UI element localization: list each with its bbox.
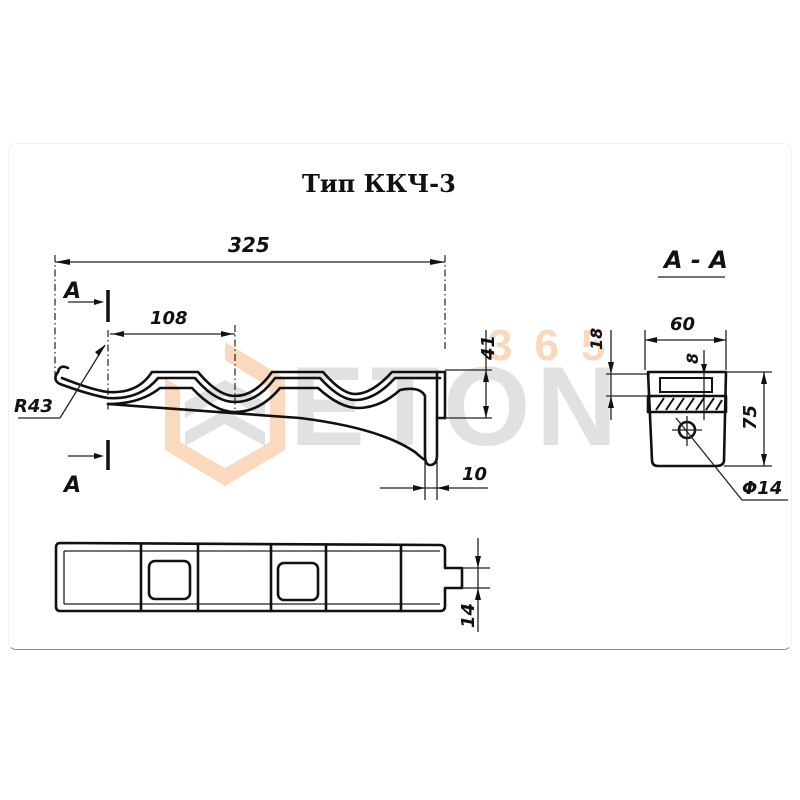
section-label: А - А <box>662 246 728 274</box>
watermark-number: 365 <box>488 321 627 370</box>
dim-pitch: 108 <box>150 308 188 329</box>
dim-overall-length: 325 <box>228 233 270 257</box>
dim-section-height: 75 <box>740 405 761 430</box>
dim-section-wall: 8 <box>683 353 702 364</box>
dim-tab-width: 14 <box>458 603 479 628</box>
dim-hole-diameter: Φ14 <box>742 478 782 499</box>
dim-radius: R43 <box>14 396 53 417</box>
section-marker-bottom: А <box>62 473 81 498</box>
section-view: А - А 60 18 8 <box>587 246 788 501</box>
section-marker-top: А <box>62 279 81 304</box>
side-view: 325 А 108 R43 А <box>14 233 499 500</box>
dim-section-top: 18 <box>587 328 606 350</box>
watermark-logo-icon <box>165 342 285 486</box>
plan-view: 14 <box>54 538 490 632</box>
dim-section-width: 60 <box>670 314 695 335</box>
drawing-sheet <box>8 143 792 650</box>
drawing-title: Тип ККЧ-3 <box>302 169 456 198</box>
dim-height-front: 41 <box>478 335 499 361</box>
watermark: ETON 365 <box>165 321 627 486</box>
dim-foot-width: 10 <box>462 464 487 485</box>
